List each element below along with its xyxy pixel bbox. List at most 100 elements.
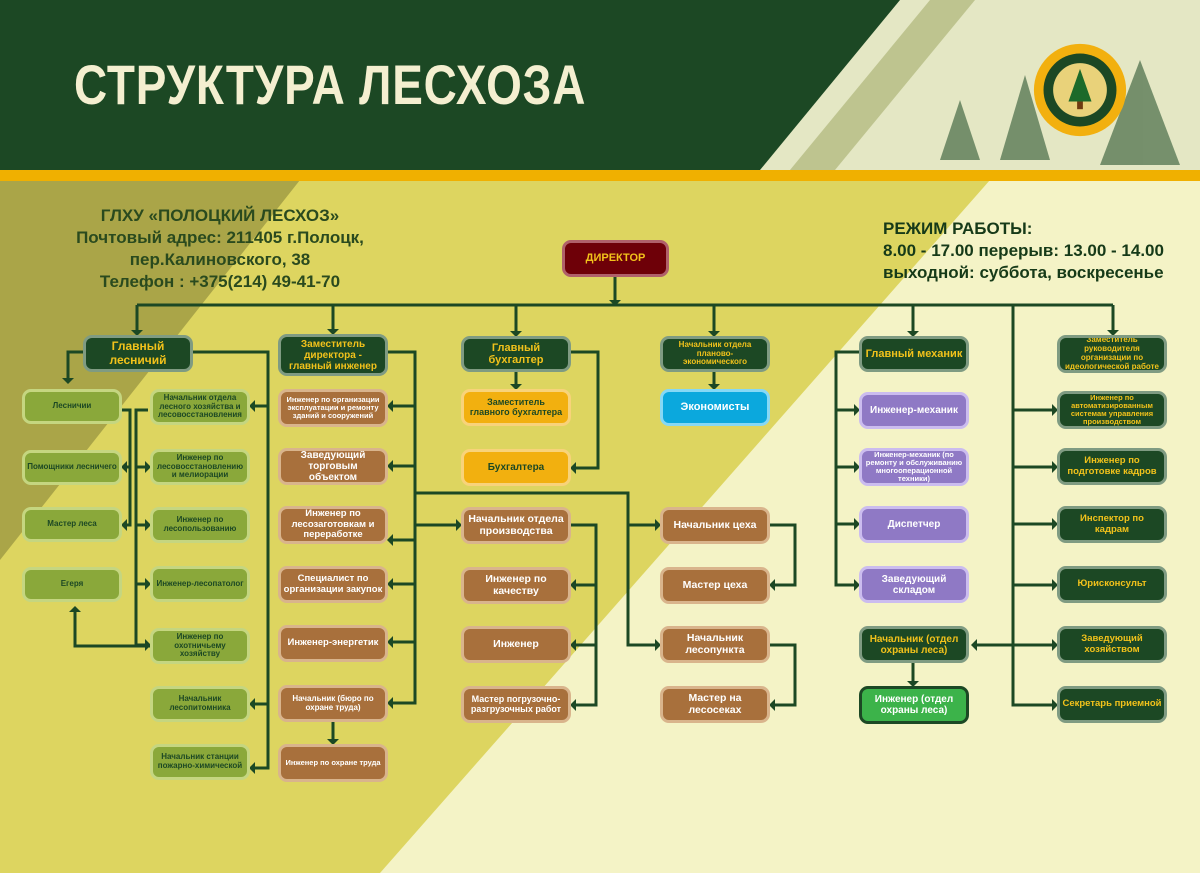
page-title: СТРУКТУРА ЛЕСХОЗА [74,53,587,116]
org-box-eng-forest-use: Инженер по лесопользованию [150,507,250,543]
arrowhead-icon [387,697,393,709]
arrowhead-icon [854,461,860,473]
hours-title: РЕЖИМ РАБОТЫ: [883,219,1033,238]
connector-line [415,491,655,647]
org-box-deputy-engineer: Заместитель директора - главный инженер [278,334,388,376]
arrowhead-icon [570,639,576,651]
org-box-huntsmen: Егеря [22,567,122,602]
org-box-secretary: Секретарь приемной [1057,686,1167,723]
connector-line [571,523,598,707]
org-box-head-fire-station: Начальник станции пожарно-химической [150,744,250,780]
arrowhead-icon [708,384,720,390]
org-box-dispatcher: Диспетчер [859,506,969,543]
arrowhead-icon [145,519,151,531]
org-box-eng-hunting: Инженер по охотничьему хозяйству [150,628,250,664]
arrowhead-icon [769,699,775,711]
hours-days-off: выходной: суббота, воскресенье [883,263,1164,282]
postal-address: Почтовый адрес: 211405 г.Полоцк, [76,228,364,247]
arrowhead-icon [655,639,661,651]
arrowhead-icon [69,606,81,612]
org-box-head-forest-point: Начальник лесопункта [660,626,770,663]
arrowhead-icon [1052,461,1058,473]
arrowhead-icon [1052,639,1058,651]
org-box-deputy-ideology: Заместитель руководителя организации по … [1057,335,1167,373]
arrowhead-icon [1052,699,1058,711]
arrowhead-icon [62,378,74,384]
org-box-master-loading: Мастер погрузочно-разгрузочных работ [461,686,571,723]
org-box-head-forestry-dept: Начальник отдела лесного хозяйства и лес… [150,389,250,425]
org-box-eng-pathologist: Инженер-лесопатолог [150,566,250,602]
connector-line [571,350,600,470]
org-box-eng-reforestation: Инженер по лесовосстановлению и мелиорац… [150,449,250,485]
arrowhead-icon [1052,404,1058,416]
arrowhead-icon [907,331,919,337]
arrowhead-icon [854,579,860,591]
arrowhead-icon [387,636,393,648]
connector-line [66,350,83,378]
org-box-chief-forester: Главный лесничий [83,335,193,372]
arrowhead-icon [1052,579,1058,591]
connector-line [770,643,797,707]
arrowhead-icon [854,404,860,416]
org-box-head-warehouse: Заведующий складом [859,566,969,603]
org-box-hr-inspector: Инспектор по кадрам [1057,506,1167,543]
org-box-director: ДИРЕКТОР [562,240,669,277]
arrowhead-icon [327,329,339,335]
org-box-head-workshop: Начальник цеха [660,507,770,544]
org-box-forest-master: Мастер леса [22,507,122,542]
connector-line [73,612,150,648]
org-box-head-production: Начальник отдела производства [461,507,571,544]
arrowhead-icon [387,460,393,472]
org-box-head-safety: Начальник (бюро по охране труда) [278,685,388,722]
arrowhead-icon [510,384,522,390]
org-box-head-store: Заведующий торговым объектом [278,448,388,485]
org-box-eng-automation: Инженер по автоматизированным системам у… [1057,391,1167,429]
org-box-economists: Экономисты [660,389,770,426]
org-box-chief-accountant: Главный бухгалтер [461,336,571,372]
org-box-head-forest-protection: Начальник (отдел охраны леса) [859,626,969,663]
tree-silhouettes-icon [940,60,1180,165]
arrowhead-icon [854,518,860,530]
arrowhead-icon [249,698,255,710]
arrowhead-icon [131,330,143,336]
working-hours: РЕЖИМ РАБОТЫ: 8.00 - 17.00 перерыв: 13.0… [883,218,1164,284]
arrowhead-icon [121,519,127,531]
org-box-eng-logging: Инженер по лесозаготовкам и переработке [278,506,388,544]
ornament-band [790,0,975,170]
arrowhead-icon [121,461,127,473]
org-box-engineer: Инженер [461,626,571,663]
org-box-eng-safety: Инженер по охране труда [278,744,388,782]
org-box-eng-training: Инженер по подготовке кадров [1057,448,1167,485]
org-box-eng-quality: Инженер по качеству [461,567,571,604]
arrowhead-icon [145,461,151,473]
connector-line [1011,305,1052,707]
accent-stripe [0,170,1200,181]
arrowhead-icon [145,578,151,590]
org-box-eng-forest-protection: Инженер (отдел охраны леса) [859,686,969,724]
address-block: ГЛХУ «ПОЛОЦКИЙ ЛЕСХОЗ» Почтовый адрес: 2… [40,205,400,293]
arrowhead-icon [249,400,255,412]
arrowhead-icon [570,462,576,474]
arrowhead-icon [1107,330,1119,336]
hours-schedule: 8.00 - 17.00 перерыв: 13.00 - 14.00 [883,241,1164,260]
connector-line [770,523,797,587]
org-box-assistant-foresters: Помощники лесничего [22,450,122,485]
org-box-foresters: Лесничии [22,389,122,424]
org-box-head-household: Заведующий хозяйством [1057,626,1167,663]
forestry-emblem-logo [1033,43,1127,137]
connector-line [388,350,417,705]
org-box-eng-mechanic: Инженер-механик [859,392,969,429]
phone: Телефон : +375(214) 49-41-70 [99,272,341,291]
arrowhead-icon [570,699,576,711]
arrowhead-icon [456,519,462,531]
org-box-eng-buildings: Инженер по организации эксплуатации и ре… [278,389,388,427]
arrowhead-icon [769,579,775,591]
arrowhead-icon [327,739,339,745]
arrowhead-icon [708,331,720,337]
arrowhead-icon [387,578,393,590]
org-box-eng-mechanic-repair: Инженер-механик (по ремонту и обслуживан… [859,448,969,486]
connector-line [193,350,270,770]
arrowhead-icon [1052,518,1058,530]
arrowhead-icon [907,681,919,687]
